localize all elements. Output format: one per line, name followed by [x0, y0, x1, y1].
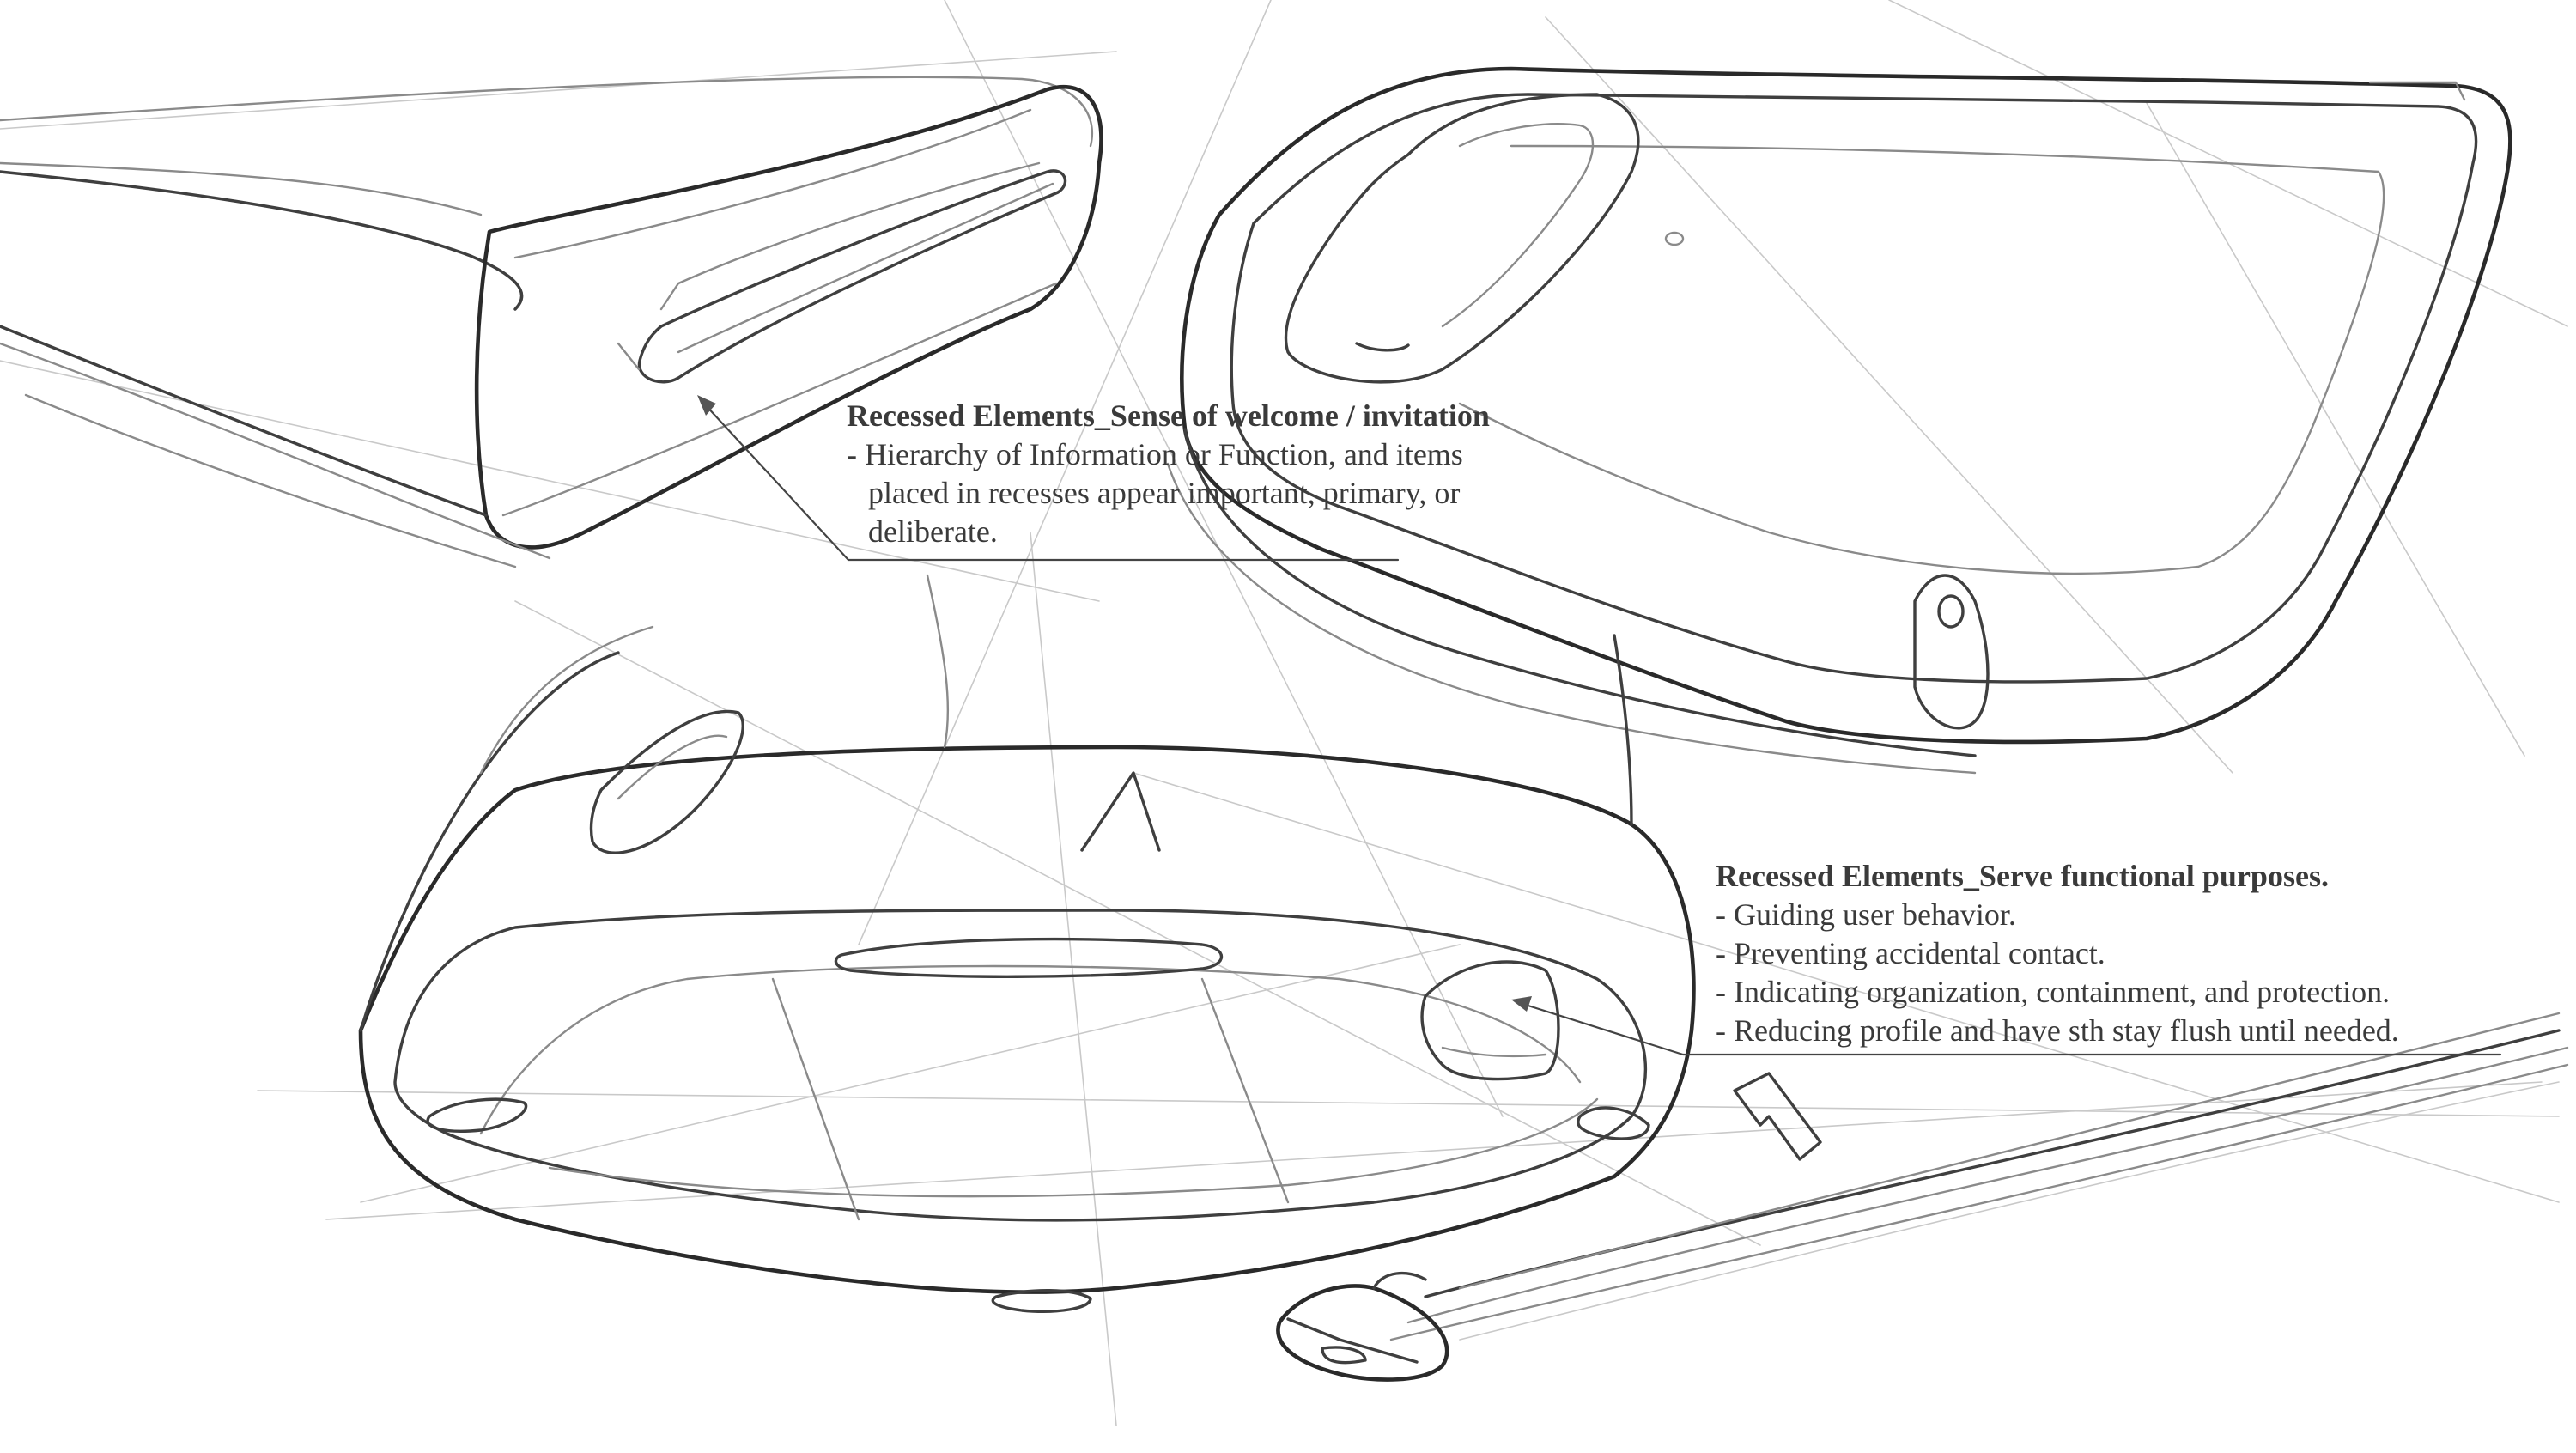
sketch-tray-device [1166, 66, 2512, 775]
annotation-functional-title: Recessed Elements_Serve functional purpo… [1716, 859, 2329, 893]
annotation-welcome-line-3: deliberate. [868, 514, 998, 549]
sketch-bar-device [0, 76, 1103, 568]
sketch-base-unit [358, 574, 1822, 1313]
annotation-functional-line-4: - Reducing profile and have sth stay flu… [1716, 1013, 2399, 1048]
annotation-welcome-line-1: - Hierarchy of Information or Function, … [847, 437, 1463, 471]
welcome-leader-line [702, 402, 1400, 562]
functional-arrowhead-icon [1511, 996, 1532, 1012]
functional-leader-line [1518, 1001, 2502, 1056]
welcome-arrowhead-icon [697, 395, 716, 416]
sketch-cable [1276, 1012, 2569, 1382]
annotation-leaders [697, 395, 2502, 1056]
annotation-functional-line-2: - Preventing accidental contact. [1716, 936, 2105, 970]
annotation-functional-line-3: - Indicating organization, containment, … [1716, 975, 2391, 1009]
annotation-welcome-line-2: placed in recesses appear important, pri… [868, 476, 1461, 510]
annotation-welcome-title: Recessed Elements_Sense of welcome / inv… [847, 398, 1490, 433]
annotation-functional-line-1: - Guiding user behavior. [1716, 897, 2016, 932]
annotation-welcome: Recessed Elements_Sense of welcome / inv… [847, 397, 1490, 551]
annotation-functional: Recessed Elements_Serve functional purpo… [1716, 857, 2399, 1050]
